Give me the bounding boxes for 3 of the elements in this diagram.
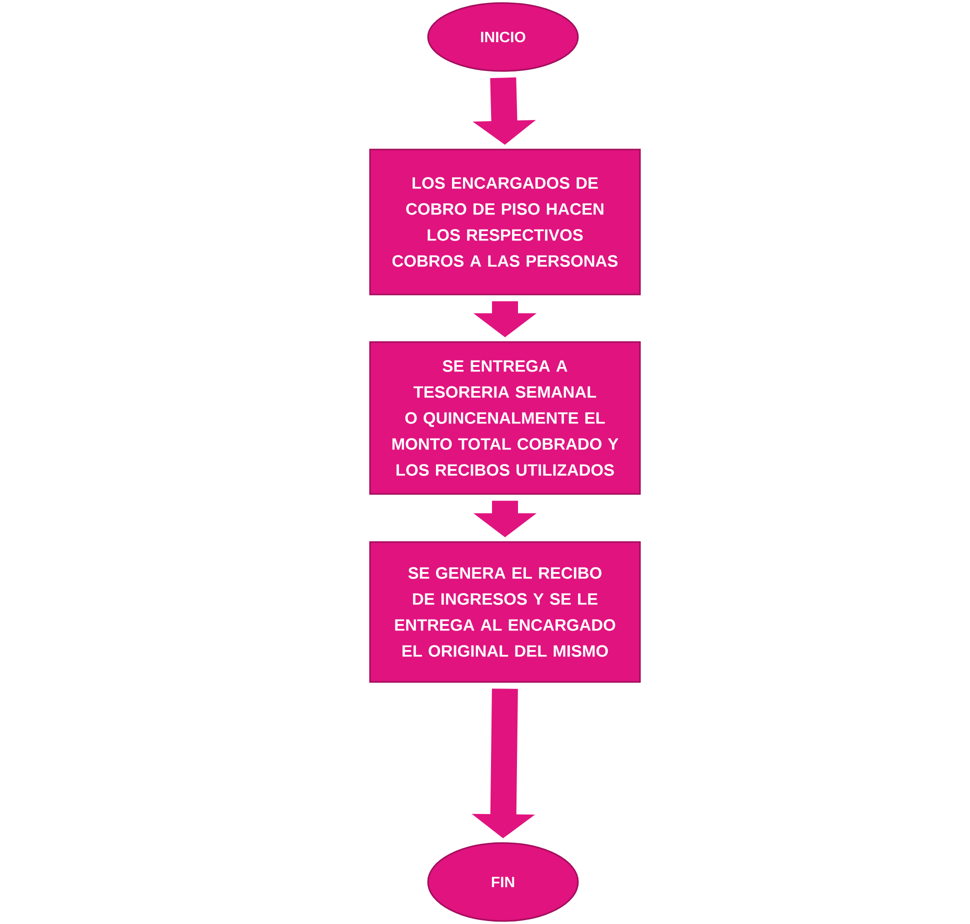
process-box: SE GENERA EL RECIBO DE INGRESOS Y SE LE ENTREGA AL ENCARGADO EL ORIGINAL DEL MISMO bbox=[369, 541, 641, 683]
process-box: LOS ENCARGADOS DE COBRO DE PISO HACEN LOS RESPECTIVOS COBROS A LAS PERSONAS bbox=[369, 148, 641, 296]
process-box: SE ENTREGA A TESORERIA SEMANAL O QUINCENALMENTE EL MONTO TOTAL COBRADO Y LOS RECIBOS UTILIZADOS bbox=[369, 341, 641, 495]
